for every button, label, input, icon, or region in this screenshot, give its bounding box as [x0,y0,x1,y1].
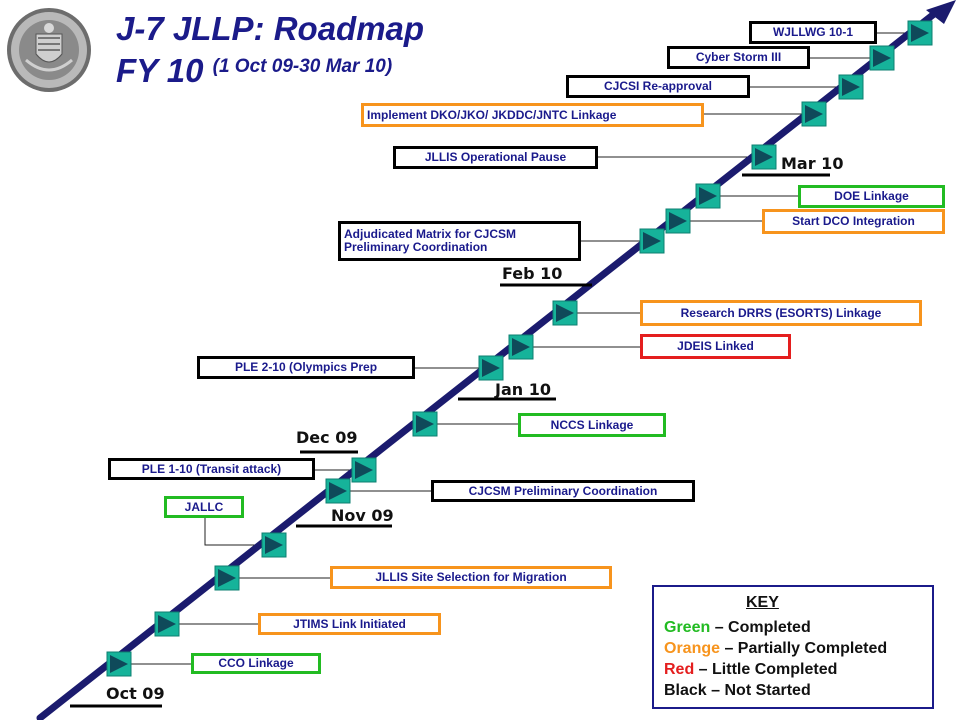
milestone-jllis-site-selection: JLLIS Site Selection for Migration [330,566,612,589]
milestone-research-drrs-linkage: Research DRRS (ESORTS) Linkage [640,300,922,326]
milestone-ple-1-10: PLE 1-10 (Transit attack) [108,458,315,480]
month-label-oct-09: Oct 09 [106,684,165,703]
adjudicated-matrix-line-1: Adjudicated Matrix for CJCSM [344,227,517,241]
milestone-marker-icon [508,334,534,360]
milestone-ple-2-10: PLE 2-10 (Olympics Prep [197,356,415,379]
milestone-marker-icon [907,20,933,46]
milestone-marker-icon [154,611,180,637]
milestone-marker-icon [639,228,665,254]
key-row-black: Black – Not Started [664,682,811,700]
month-label-feb-10: Feb 10 [502,264,563,283]
fiscal-year-label: FY 10 [116,52,204,89]
key-text-little-completed: – Little Completed [694,661,838,678]
key-row-red: Red – Little Completed [664,661,837,679]
month-label-dec-09: Dec 09 [296,428,358,447]
key-color-red: Red [664,661,695,678]
milestone-marker-icon [412,411,438,437]
milestone-cjcsi-re-approval: CJCSI Re-approval [566,75,750,98]
milestone-marker-icon [751,144,777,170]
milestone-marker-icon [695,183,721,209]
milestone-implement-dko-jko-linkage: Implement DKO/JKO/ JKDDC/JNTC Linkage [361,103,704,127]
milestone-marker-icon [351,457,377,483]
milestone-marker-icon [106,651,132,677]
month-label-nov-09: Nov 09 [331,506,394,525]
milestone-cjcsm-preliminary-coordination: CJCSM Preliminary Coordination [431,480,695,502]
adjudicated-matrix-line-2: Preliminary Coordination [344,240,488,254]
milestone-marker-icon [261,532,287,558]
milestone-jtims-link-initiated: JTIMS Link Initiated [258,613,441,635]
joint-chiefs-seal-icon [6,4,92,96]
milestone-jllis-operational-pause: JLLIS Operational Pause [393,146,598,169]
milestone-marker-icon [801,101,827,127]
key-text-completed: – Completed [710,619,811,636]
key-color-black: Black [664,682,707,699]
month-label-jan-10: Jan 10 [495,380,551,399]
milestone-cyber-storm-iii: Cyber Storm III [667,46,810,69]
key-color-orange: Orange [664,640,721,657]
milestone-marker-icon [838,74,864,100]
month-label-mar-10: Mar 10 [781,154,844,173]
milestone-doe-linkage: DOE Linkage [798,185,945,208]
page-title: J-7 JLLP: Roadmap [116,10,425,47]
milestone-start-dco-integration: Start DCO Integration [762,209,945,234]
key-row-orange: Orange – Partially Completed [664,640,887,658]
milestone-marker-icon [552,300,578,326]
key-text-not-started: – Not Started [706,682,811,699]
milestone-adjudicated-matrix: Adjudicated Matrix for CJCSM Preliminary… [338,221,581,261]
date-range-label: (1 Oct 09-30 Mar 10) [212,56,393,77]
key-title: KEY [746,594,779,611]
milestone-markers [106,20,933,677]
page-subtitle: FY 10 (1 Oct 09-30 Mar 10) [116,52,392,90]
key-text-partially-completed: – Partially Completed [720,640,888,657]
milestone-marker-icon [325,478,351,504]
milestone-jallc: JALLC [164,496,244,518]
status-key-legend: KEY Green – Completed Orange – Partially… [652,585,934,709]
milestone-nccs-linkage: NCCS Linkage [518,413,666,437]
milestone-marker-icon [869,45,895,71]
milestone-marker-icon [214,565,240,591]
month-tick-lines [70,173,830,708]
milestone-marker-icon [478,355,504,381]
key-row-green: Green – Completed [664,619,811,637]
milestone-wjllwg-10-1: WJLLWG 10-1 [749,21,877,44]
milestone-cco-linkage: CCO Linkage [191,653,321,674]
milestone-marker-icon [665,208,691,234]
milestone-jdeis-linked: JDEIS Linked [640,334,791,359]
key-color-green: Green [664,619,711,636]
